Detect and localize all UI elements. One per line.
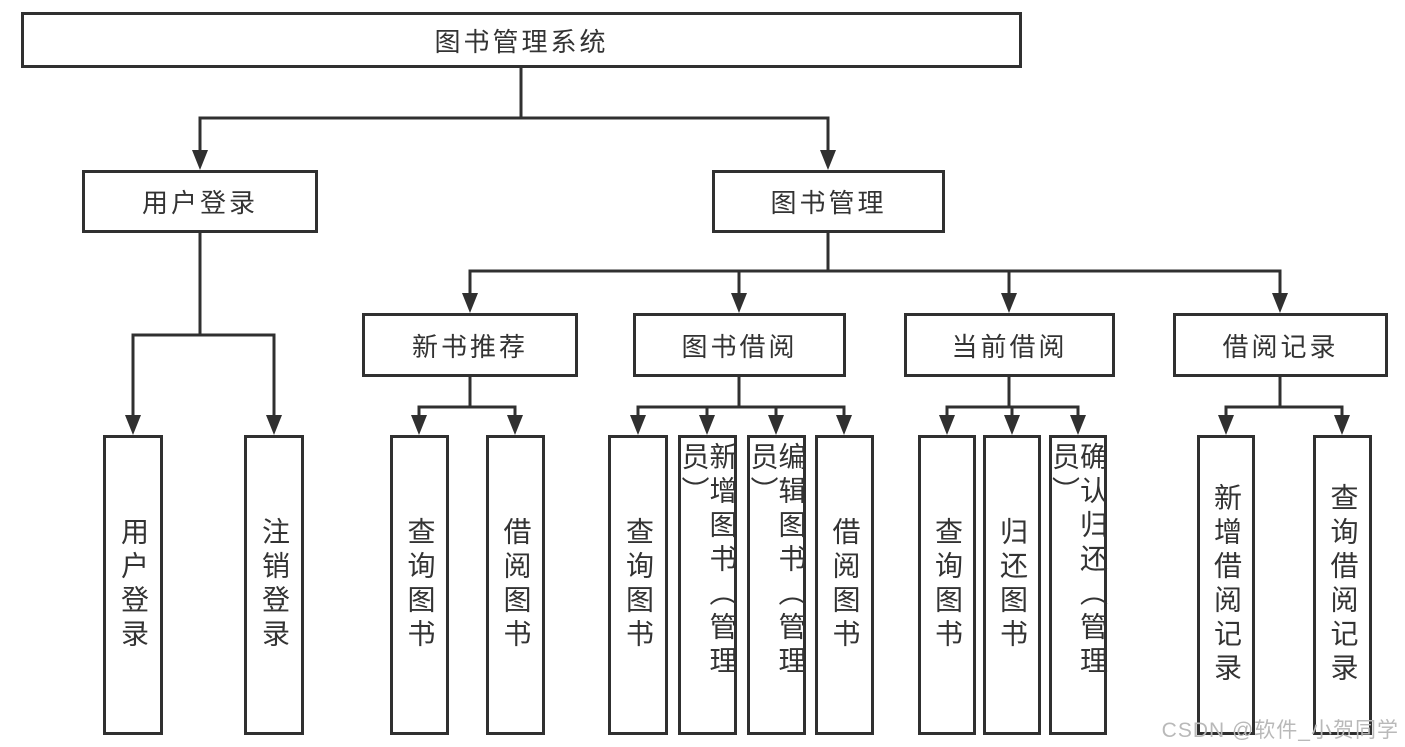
leaf-query-books-borrow: 查询图书 xyxy=(608,435,668,735)
node-label: 图书管理 xyxy=(770,188,887,218)
node-library-management-system: 图书管理系统 xyxy=(21,12,1022,68)
node-book-borrow: 图书借阅 xyxy=(633,313,846,377)
leaf-label: 查询图书 xyxy=(623,517,654,653)
node-label: 借阅记录 xyxy=(1222,331,1339,362)
leaf-query-borrow-record: 查询借阅记录 xyxy=(1313,435,1372,735)
leaf-label: 确认归还（管理员） xyxy=(1049,442,1108,680)
node-label: 当前借阅 xyxy=(951,331,1068,362)
leaf-label: 借阅图书 xyxy=(500,517,532,653)
node-label: 新书推荐 xyxy=(411,331,528,362)
node-label: 图书借阅 xyxy=(681,331,798,362)
leaf-query-books-recommend: 查询图书 xyxy=(390,435,449,735)
leaf-edit-books-admin: 编辑图书（管理员） xyxy=(747,435,807,735)
leaf-query-books-current: 查询图书 xyxy=(918,435,976,735)
node-borrow-records: 借阅记录 xyxy=(1173,313,1388,377)
node-current-borrow: 当前借阅 xyxy=(904,313,1115,377)
leaf-label: 查询图书 xyxy=(404,517,436,653)
leaf-logout: 注销登录 xyxy=(244,435,304,735)
node-user-login: 用户登录 xyxy=(82,170,318,233)
leaf-confirm-return-admin: 确认归还（管理员） xyxy=(1049,435,1108,735)
leaf-label: 新增借阅记录 xyxy=(1211,483,1242,687)
node-label: 图书管理系统 xyxy=(434,26,609,57)
leaf-label: 用户登录 xyxy=(118,517,149,653)
leaf-label: 借阅图书 xyxy=(829,517,861,653)
leaf-label: 编辑图书（管理员） xyxy=(747,442,807,680)
arrowheads xyxy=(125,150,1350,435)
leaf-user-login: 用户登录 xyxy=(103,435,163,735)
node-new-book-recommend: 新书推荐 xyxy=(362,313,578,377)
leaf-label: 查询图书 xyxy=(932,517,963,653)
leaf-label: 注销登录 xyxy=(259,517,290,653)
leaf-add-books-admin: 新增图书（管理员） xyxy=(678,435,738,735)
leaf-return-books: 归还图书 xyxy=(983,435,1041,735)
leaf-label: 新增图书（管理员） xyxy=(678,442,738,680)
node-label: 用户登录 xyxy=(141,188,258,218)
leaf-label: 归还图书 xyxy=(997,517,1028,653)
leaf-borrow-books-recommend: 借阅图书 xyxy=(486,435,545,735)
node-book-management: 图书管理 xyxy=(712,170,945,233)
csdn-watermark: CSDN @软件_小贺同学 xyxy=(1161,719,1399,742)
leaf-label: 查询借阅记录 xyxy=(1327,483,1359,687)
leaf-borrow-books: 借阅图书 xyxy=(815,435,874,735)
leaf-add-borrow-record: 新增借阅记录 xyxy=(1197,435,1255,735)
